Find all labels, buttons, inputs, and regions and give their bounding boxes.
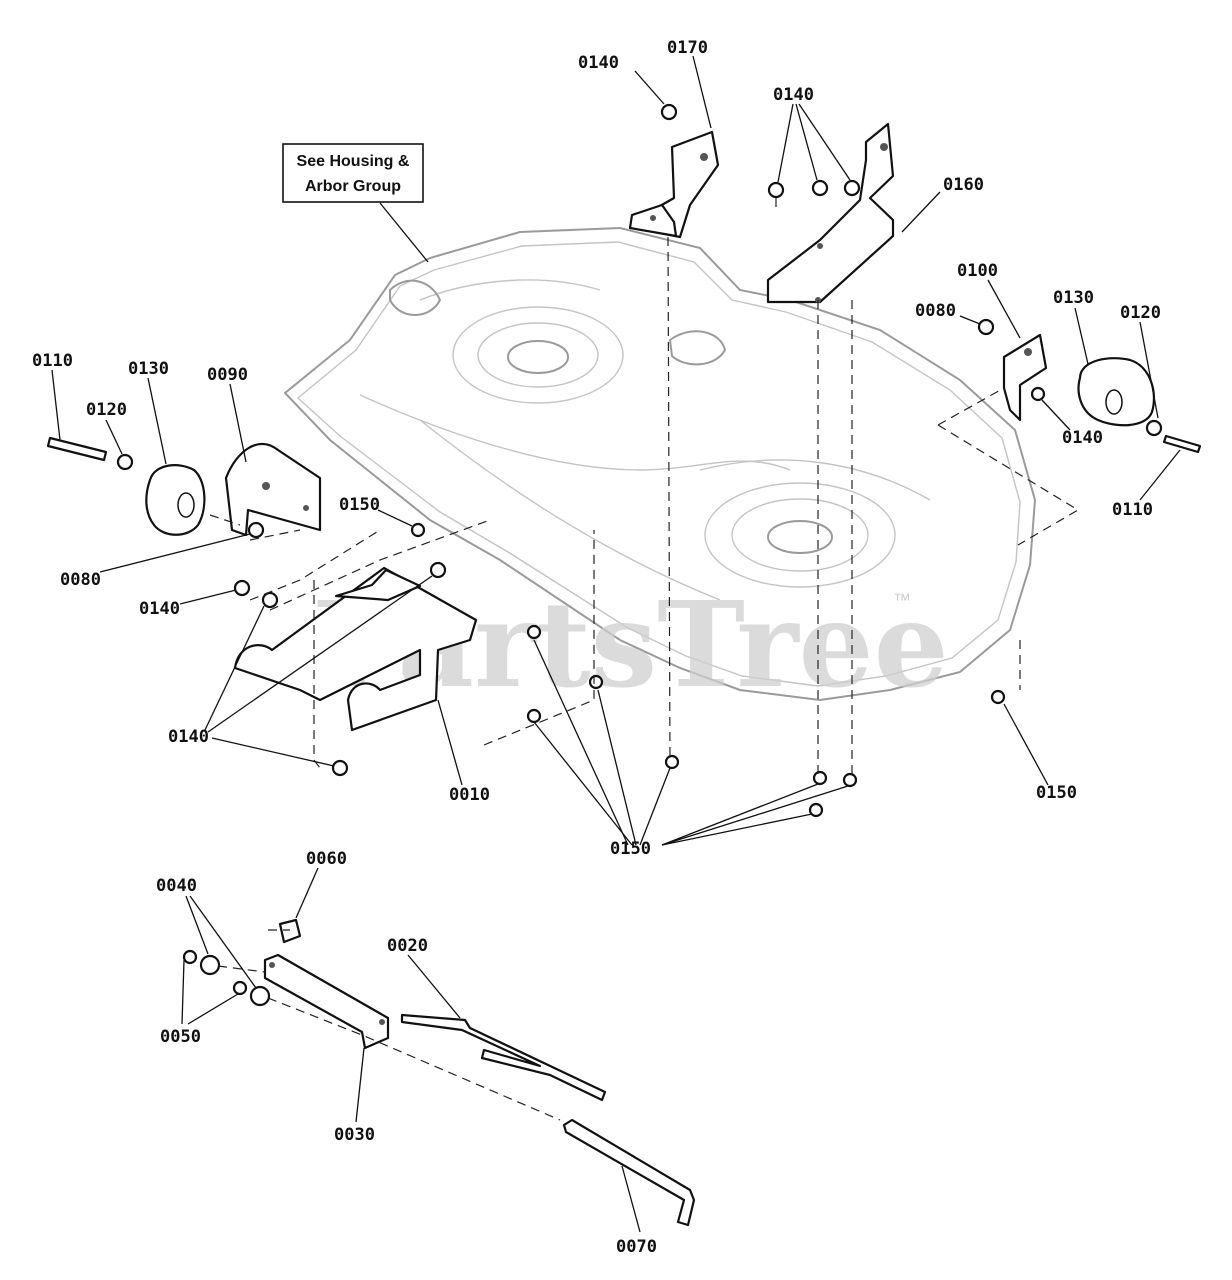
callout-0140-right: 0140 bbox=[1062, 428, 1103, 448]
callout-0140-top-right: 0140 bbox=[773, 85, 814, 105]
callout-0140-lower-left: 0140 bbox=[168, 727, 209, 747]
callout-labels: 0140 0170 0140 0160 0100 0080 0130 0120 … bbox=[32, 38, 1161, 1257]
see-housing-note: See Housing & Arbor Group bbox=[282, 143, 429, 263]
bracket-0100 bbox=[977, 318, 1048, 422]
callout-0030: 0030 bbox=[334, 1125, 375, 1145]
callout-0050: 0050 bbox=[160, 1027, 201, 1047]
callout-0140-left: 0140 bbox=[139, 599, 180, 619]
callout-0150-right: 0150 bbox=[1036, 783, 1077, 803]
trademark-mark: ™ bbox=[893, 590, 911, 610]
callout-0170: 0170 bbox=[667, 38, 708, 58]
callout-0090: 0090 bbox=[207, 365, 248, 385]
rod-0070 bbox=[562, 1118, 696, 1227]
lift-bracket-0030 bbox=[182, 918, 390, 1050]
mower-deck bbox=[283, 226, 1037, 702]
alignment-lines bbox=[209, 198, 1080, 1121]
callout-0140-top: 0140 bbox=[578, 53, 619, 73]
baffle-0010 bbox=[233, 561, 478, 777]
leader-lines bbox=[51, 55, 1181, 1233]
callout-0060: 0060 bbox=[306, 849, 347, 869]
wheel-0130-left bbox=[46, 436, 206, 536]
callout-0110-right: 0110 bbox=[1112, 500, 1153, 520]
note-line-2: Arbor Group bbox=[305, 178, 401, 195]
callout-0150-bottom: 0150 bbox=[610, 839, 651, 859]
callout-0010: 0010 bbox=[449, 785, 490, 805]
screws-0150 bbox=[410, 522, 1006, 818]
callout-0130-right: 0130 bbox=[1053, 288, 1094, 308]
callout-0100: 0100 bbox=[957, 261, 998, 281]
callout-0020: 0020 bbox=[387, 936, 428, 956]
bracket-0090 bbox=[224, 442, 322, 539]
note-line-1: See Housing & bbox=[297, 153, 410, 170]
callout-0120-right: 0120 bbox=[1120, 303, 1161, 323]
wheel-0130-right bbox=[1077, 357, 1202, 454]
callout-0120-left: 0120 bbox=[86, 400, 127, 420]
bracket-0160 bbox=[766, 122, 895, 304]
callout-0080-left: 0080 bbox=[60, 570, 101, 590]
callout-0110-left: 0110 bbox=[32, 351, 73, 371]
callout-0040: 0040 bbox=[156, 876, 197, 896]
callout-0150-upper: 0150 bbox=[339, 495, 380, 515]
callout-0130-left: 0130 bbox=[128, 359, 169, 379]
callout-0070: 0070 bbox=[616, 1237, 657, 1257]
rod-0020 bbox=[400, 1013, 607, 1102]
bracket-0170 bbox=[628, 103, 720, 239]
callout-0080-right: 0080 bbox=[915, 301, 956, 321]
callout-0160: 0160 bbox=[943, 175, 984, 195]
